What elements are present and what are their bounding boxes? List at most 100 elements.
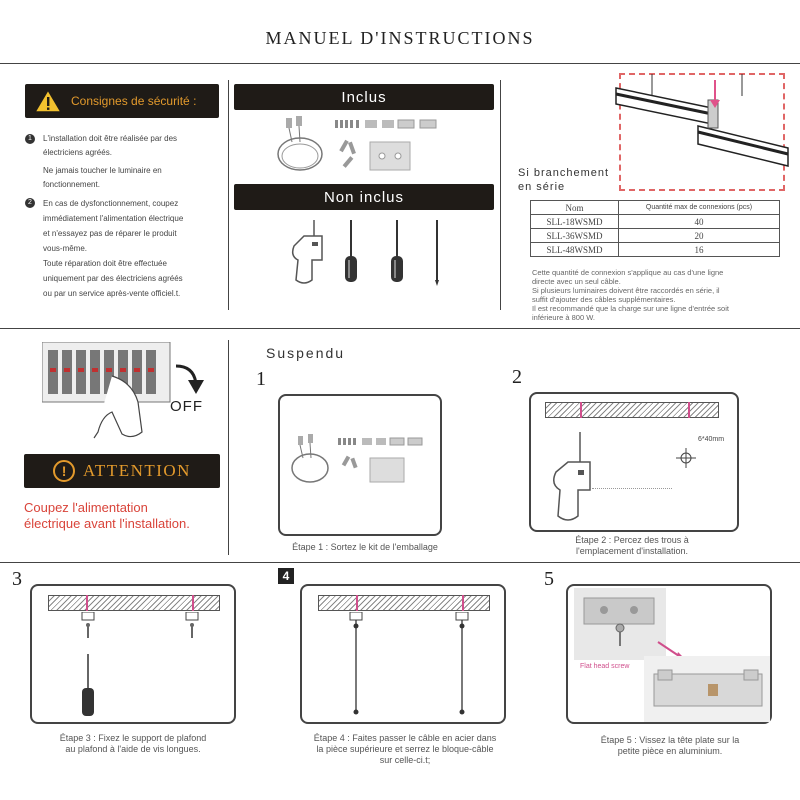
table-cell: 16 — [618, 242, 780, 257]
screwdriver-flat-icon — [391, 220, 403, 282]
included-kit-illustration — [277, 116, 437, 171]
series-label-line1: Si branchement — [518, 167, 610, 179]
step-4-number-text: 4 — [282, 569, 290, 583]
step-5-profile-illustration — [574, 588, 770, 722]
not-included-bar: Non inclus — [234, 184, 494, 210]
safety-heading-bar: Consignes de sécurité : — [25, 84, 219, 118]
attention-label: ATTENTION — [83, 461, 191, 480]
series-note-line: inférieure à 800 W. — [532, 313, 595, 322]
safety-line: fonctionnement. — [43, 180, 100, 189]
caption-line: Étape 3 : Fixez le support de plafond — [59, 733, 207, 743]
table-header-cell: Quantité max de connexions (pcs) — [618, 200, 780, 215]
step-4-caption: Étape 4 : Faites passer le câble en acie… — [290, 733, 520, 766]
number-1-icon: 1 — [25, 134, 35, 144]
caption-line: Étape 1 : Sortez le kit de l'emballage — [292, 542, 438, 552]
step-2-caption: Étape 2 : Percez des trous à l'emplaceme… — [534, 535, 730, 557]
included-bar: Inclus — [234, 84, 494, 110]
safety-line: Ne jamais toucher le luminaire en — [43, 166, 162, 175]
step-2-note — [592, 488, 672, 502]
ceiling-plank — [48, 595, 220, 611]
step-2-drill-illustration — [553, 432, 591, 521]
series-label-line2: en série — [518, 181, 566, 193]
caption-line: l'emplacement d'installation. — [576, 546, 688, 556]
arrow-down-icon — [175, 364, 204, 394]
table-cell: SLL-48WSMD — [530, 242, 619, 257]
table-row: SLL-48WSMD 16 — [530, 242, 780, 257]
caption-line: petite pièce en aluminium. — [617, 746, 723, 756]
attention-icon: ! — [53, 460, 76, 482]
drill-mark — [356, 595, 358, 611]
safety-line: Toute réparation doit être effectuée — [43, 259, 167, 268]
caption-line: sur celle-ci.t; — [379, 755, 431, 765]
step-3-number: 3 — [12, 568, 22, 590]
step-1-caption: Étape 1 : Sortez le kit de l'emballage — [260, 542, 470, 553]
step-1-number: 1 — [256, 368, 266, 390]
step-3-bracket-illustration — [81, 612, 199, 716]
flat-head-screw-label: Flat head screw — [580, 663, 630, 670]
step-4-cable-illustration — [349, 612, 469, 715]
number-2-icon: 2 — [25, 198, 35, 208]
divider-col-2 — [500, 80, 501, 310]
ceiling-plank — [318, 595, 490, 611]
caption-line: Étape 4 : Faites passer le câble en acie… — [313, 733, 497, 743]
series-connection-illustration — [615, 74, 789, 167]
table-cell: SLL-36WSMD — [530, 228, 619, 243]
safety-line: En cas de dysfonctionnement, coupez — [43, 199, 179, 208]
pencil-icon — [435, 220, 439, 286]
warning-icon — [33, 88, 63, 113]
safety-line: électriciens agréés. — [43, 148, 112, 157]
step-5-number: 5 — [544, 568, 554, 590]
step-1-frame — [278, 394, 442, 536]
series-note-line: suffit d'ajouter des câbles supplémentai… — [532, 295, 676, 304]
crosshair-icon — [676, 448, 696, 468]
caption-line: au plafond à l'aide de vis longues. — [65, 744, 201, 754]
series-note-line: Cette quantité de connexion s'applique a… — [532, 268, 724, 277]
safety-line: L'installation doit être réalisée par de… — [43, 134, 178, 143]
table-cell: 40 — [618, 214, 780, 229]
step-2-dimension: 6*40mm — [698, 436, 725, 443]
safety-item-1: 1 L'installation doit être réalisée par … — [25, 132, 225, 192]
power-warning-line1: Coupez l'alimentation — [24, 500, 148, 515]
safety-heading: Consignes de sécurité : — [71, 94, 197, 108]
drill-mark — [86, 595, 88, 611]
attention-bar: ! ATTENTION — [24, 454, 220, 488]
step-4-number: 4 — [278, 568, 294, 584]
drill-mark — [688, 402, 690, 418]
ceiling-plank — [545, 402, 719, 418]
drill-mark — [462, 595, 464, 611]
off-label: OFF — [170, 398, 203, 415]
safety-line: ou par un service après-vente officiel.t… — [43, 289, 181, 298]
table-header-row: Nom Quantité max de connexions (pcs) — [530, 200, 780, 215]
step-3-caption: Étape 3 : Fixez le support de plafond au… — [26, 733, 240, 755]
safety-item-2: 2 En cas de dysfonctionnement, coupez im… — [25, 196, 225, 301]
step-5-caption: Étape 5 : Vissez la tête plate sur la pe… — [564, 735, 776, 757]
divider-middle — [0, 328, 800, 329]
power-warning: Coupez l'alimentation électrique avant l… — [24, 500, 190, 532]
divider-lower — [0, 562, 800, 563]
safety-line: immédiatement l'alimentation électrique — [43, 214, 184, 223]
screwdriver-icon — [345, 220, 357, 282]
series-note-line: directe avec un seul câble. — [532, 277, 621, 286]
suspended-heading: Suspendu — [266, 345, 346, 361]
drill-icon — [291, 220, 323, 284]
table-header-cell: Nom — [530, 200, 619, 215]
not-included-label: Non inclus — [323, 188, 405, 206]
divider-top — [0, 63, 800, 64]
series-label: Si branchement en série — [518, 166, 609, 194]
table-row: SLL-36WSMD 20 — [530, 228, 780, 243]
drill-mark — [580, 402, 582, 418]
table-cell: 20 — [618, 228, 780, 243]
safety-line: vous-même. — [43, 244, 88, 253]
caption-line: Étape 5 : Vissez la tête plate sur la — [600, 735, 740, 745]
breaker-panel-illustration — [42, 342, 171, 439]
power-warning-line2: électrique avant l'installation. — [24, 516, 190, 531]
included-label: Inclus — [341, 88, 387, 106]
safety-line: uniquement par des électriciens agréés — [43, 274, 183, 283]
caption-line: la pièce supérieure et serrez le bloque-… — [316, 744, 494, 754]
table-cell: SLL-18WSMD — [530, 214, 619, 229]
page-title: MANUEL D'INSTRUCTIONS — [265, 28, 535, 48]
series-notes: Cette quantité de connexion s'applique a… — [532, 268, 792, 322]
drill-mark — [192, 595, 194, 611]
caption-line: Étape 2 : Percez des trous à — [575, 535, 689, 545]
step-1-kit-illustration — [291, 434, 423, 483]
